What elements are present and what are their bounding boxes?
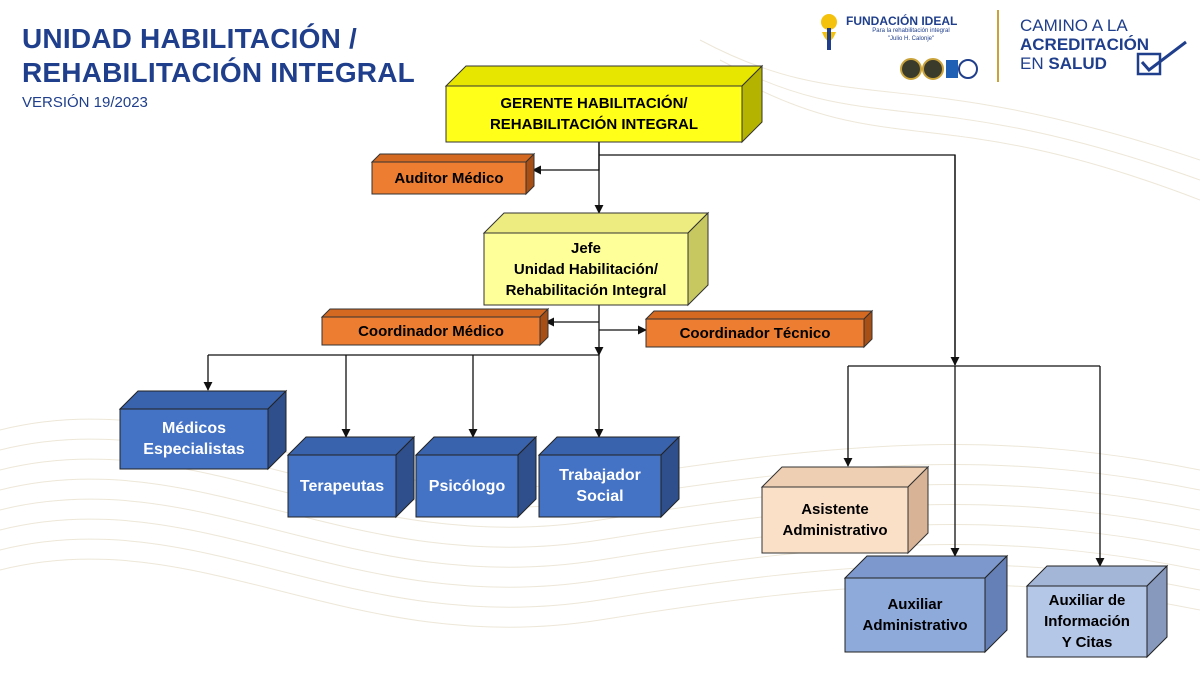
node-asistente-shape bbox=[760, 465, 930, 555]
node-coordinador-tecnico-label: Coordinador Técnico bbox=[679, 324, 831, 342]
node-trabajador-shape bbox=[537, 435, 681, 519]
asistente-line-2: Administrativo bbox=[782, 522, 888, 539]
node-psicologo-shape bbox=[414, 435, 538, 519]
title-line-1: UNIDAD HABILITACIÓN / bbox=[22, 23, 357, 54]
certification-badges-icon bbox=[900, 58, 978, 80]
logo-divider bbox=[997, 10, 999, 82]
camino-line-3b: SALUD bbox=[1048, 54, 1107, 73]
node-gerente: GERENTE HABILITACIÓN/REHABILITACIÓN INTE… bbox=[444, 64, 764, 144]
node-coordinador-tecnico-shape bbox=[644, 309, 874, 349]
trabajador-line-2: Social bbox=[576, 488, 624, 505]
node-auxiliar-informacion: Auxiliar de Información Y Citas bbox=[1025, 564, 1169, 659]
node-psicologo: Psicólogo bbox=[414, 435, 538, 519]
camino-logo: CAMINO A LA ACREDITACIÓN EN SALUD bbox=[1020, 16, 1149, 73]
node-auxiliar-admin-shape bbox=[843, 554, 1009, 654]
trabajador-line-1: Trabajador bbox=[559, 467, 641, 484]
node-terapeutas-label: Terapeutas bbox=[299, 477, 385, 495]
node-auditor: Auditor Médico bbox=[370, 152, 536, 196]
node-coordinador-medico-label: Coordinador Médico bbox=[358, 322, 504, 340]
logo-subtitle: Para la rehabilitación integral bbox=[872, 28, 950, 34]
logo-subtitle-name: "Julio H. Calonje" bbox=[887, 36, 935, 42]
camino-line-3a: EN bbox=[1020, 54, 1044, 73]
node-coordinador-medico: Coordinador Médico bbox=[320, 307, 550, 347]
node-auditor-shape bbox=[370, 152, 536, 196]
node-coordinador-tecnico: Coordinador Técnico bbox=[644, 309, 874, 349]
node-gerente-shape bbox=[444, 64, 764, 144]
node-psicologo-label: Psicólogo bbox=[428, 477, 506, 495]
node-auditor-label: Auditor Médico bbox=[394, 169, 504, 187]
jefe-line-1: Jefe bbox=[570, 239, 602, 257]
page-title: UNIDAD HABILITACIÓN / REHABILITACIÓN INT… bbox=[22, 22, 415, 90]
auxiliar-info-line-1: Auxiliar de bbox=[1048, 592, 1126, 609]
camino-line-2: ACREDITACIÓN bbox=[1020, 35, 1150, 54]
node-auxiliar-info-shape bbox=[1025, 564, 1169, 659]
node-terapeutas-shape bbox=[286, 435, 416, 519]
title-line-2: REHABILITACIÓN INTEGRAL bbox=[22, 57, 415, 88]
node-auxiliar-info-label: Auxiliar de Información Y Citas bbox=[1027, 586, 1147, 657]
checkmark-icon bbox=[1136, 40, 1187, 76]
auxiliar-admin-line-2: Administrativo bbox=[862, 617, 968, 634]
jefe-line-2: Unidad Habilitación/ bbox=[513, 260, 659, 278]
fundacion-logo-icon bbox=[821, 14, 837, 50]
medicos-line-1: Médicos bbox=[161, 420, 226, 437]
node-coordinador-medico-shape bbox=[320, 307, 550, 347]
logo-brand: FUNDACIÓN IDEAL bbox=[846, 14, 958, 28]
node-jefe-shape bbox=[482, 211, 710, 307]
camino-line-1: CAMINO A LA bbox=[1020, 16, 1128, 35]
node-terapeutas: Terapeutas bbox=[286, 435, 416, 519]
medicos-line-2: Especialistas bbox=[143, 441, 245, 458]
gerente-line-1: GERENTE HABILITACIÓN/ bbox=[500, 95, 688, 112]
gerente-line-2: REHABILITACIÓN INTEGRAL bbox=[489, 116, 699, 133]
auxiliar-info-line-3: Y Citas bbox=[1061, 634, 1113, 651]
version-label: VERSIÓN 19/2023 bbox=[22, 94, 148, 111]
node-gerente-label: GERENTE HABILITACIÓN/REHABILITACIÓN INTE… bbox=[446, 86, 742, 142]
auxiliar-admin-line-1: Auxiliar bbox=[887, 596, 943, 613]
asistente-line-1: Asistente bbox=[801, 501, 869, 518]
jefe-line-3: Rehabilitación Integral bbox=[505, 281, 667, 299]
node-medicos-shape bbox=[118, 389, 288, 471]
auxiliar-info-line-2: Información bbox=[1044, 613, 1130, 630]
